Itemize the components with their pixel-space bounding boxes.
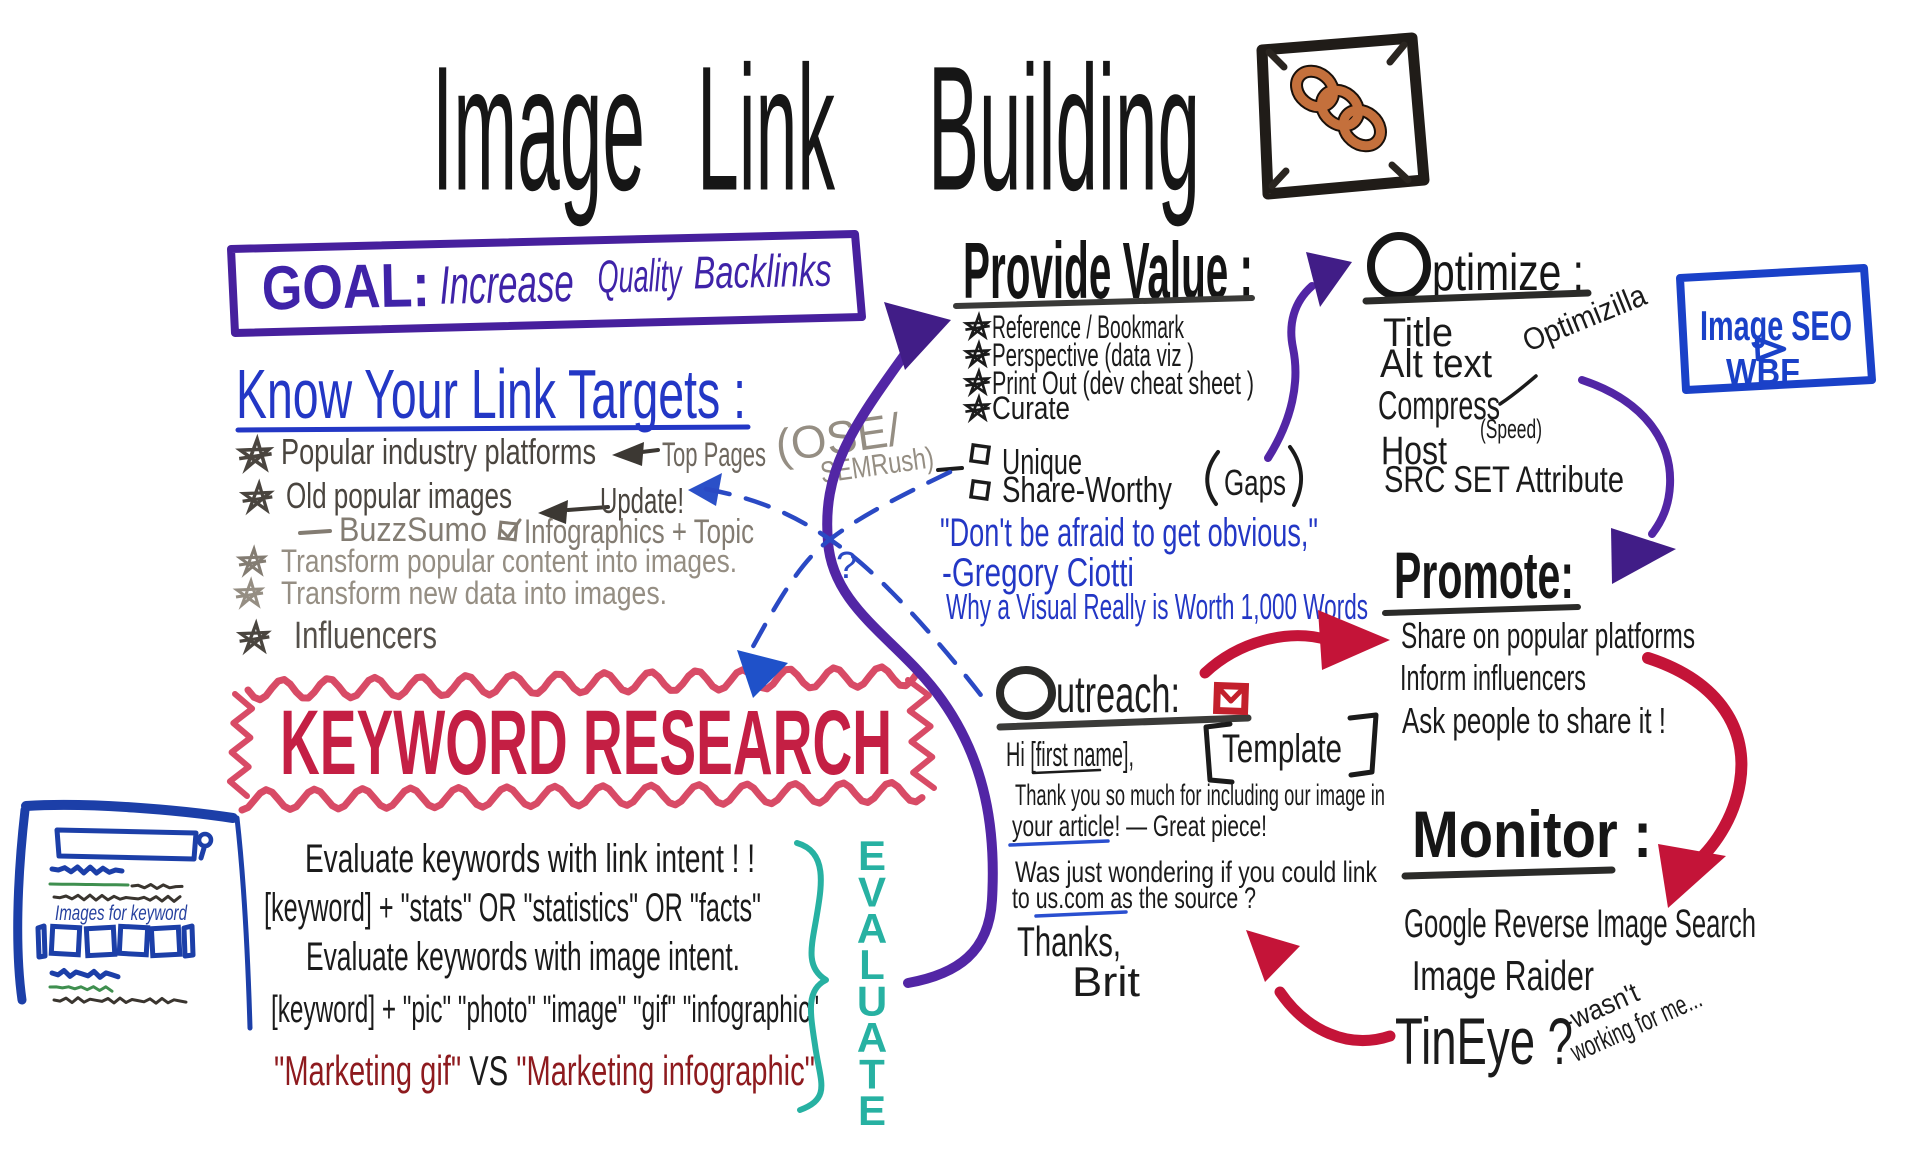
svg-text:[keyword] + "stats" OR "stati: [keyword] + "stats" OR "statistics" OR "…	[264, 886, 761, 930]
svg-text:Print Out (dev cheat sheet ): Print Out (dev cheat sheet )	[992, 365, 1254, 401]
svg-text:Popular industry platforms: Popular industry platforms	[281, 431, 596, 472]
svg-text:Monitor :: Monitor :	[1412, 797, 1652, 871]
svg-text:Title: Title	[1383, 311, 1453, 355]
svg-text:Alt text: Alt text	[1380, 342, 1492, 386]
svg-text:utreach:: utreach:	[1056, 666, 1180, 724]
svg-text:Promote:: Promote:	[1394, 538, 1574, 612]
svg-text:Inform influencers: Inform influencers	[1400, 657, 1586, 698]
svg-text:Infographics + Topic: Infographics + Topic	[524, 513, 754, 551]
svg-text:TinEye ?: TinEye ?	[1395, 1004, 1573, 1078]
svg-text:Update!: Update!	[600, 480, 684, 521]
svg-text:L: L	[859, 941, 885, 988]
svg-text:Curate: Curate	[992, 390, 1070, 426]
svg-text:Increase: Increase	[439, 253, 574, 316]
svg-text:Compress: Compress	[1378, 384, 1500, 428]
svg-text:(Speed): (Speed)	[1480, 414, 1542, 444]
svg-text:Backlinks: Backlinks	[693, 244, 832, 299]
svg-text:Transform new data into images: Transform new data into images.	[281, 575, 667, 611]
svg-text:Gaps: Gaps	[1224, 462, 1286, 503]
svg-text:A: A	[857, 1014, 887, 1061]
svg-text:U: U	[857, 978, 887, 1025]
svg-text:E: E	[858, 1087, 886, 1134]
svg-text:Perspective (data viz ): Perspective (data viz )	[992, 337, 1194, 373]
svg-text:Thank you so much for includin: Thank you so much for including our imag…	[1015, 779, 1385, 812]
svg-text:to us.com as the source ?: to us.com as the source ?	[1012, 882, 1256, 915]
svg-text:Building: Building	[928, 29, 1200, 228]
svg-text:Images for keyword: Images for keyword	[55, 902, 188, 925]
svg-text:?: ?	[836, 545, 857, 587]
svg-text:"Don't be afraid to get obviou: "Don't be afraid to get obvious,"	[940, 511, 1318, 555]
svg-text:V: V	[858, 868, 886, 915]
svg-text:GOAL:: GOAL:	[261, 251, 430, 324]
svg-text:BuzzSumo: BuzzSumo	[339, 511, 487, 549]
svg-text:Template: Template	[1222, 727, 1342, 771]
svg-text:Quality: Quality	[597, 249, 684, 303]
svg-text:Ask people to share it !: Ask people to share it !	[1402, 700, 1666, 741]
svg-text:Why a Visual Really is Worth 1: Why a Visual Really is Worth 1,000 Words	[946, 586, 1368, 627]
svg-text:Image Raider: Image Raider	[1412, 952, 1594, 999]
svg-text:Reference / Bookmark: Reference / Bookmark	[992, 309, 1185, 345]
svg-text:Evaluate keywords with image i: Evaluate keywords with image intent.	[306, 935, 740, 979]
svg-text:Unique: Unique	[1002, 441, 1082, 482]
svg-text:Old popular images: Old popular images	[286, 475, 512, 516]
svg-text:Image SEO: Image SEO	[1700, 302, 1852, 349]
svg-text:Thanks,: Thanks,	[1017, 918, 1121, 965]
svg-text:Was just wondering if you coul: Was just wondering if you could link	[1015, 856, 1378, 889]
svg-text:Influencers: Influencers	[294, 615, 437, 657]
svg-text:Host: Host	[1381, 429, 1447, 473]
svg-text:KEYWORD RESEARCH: KEYWORD RESEARCH	[280, 692, 892, 794]
svg-text:your article! — Great piece!: your article! — Great piece!	[1012, 810, 1267, 843]
svg-text:-Gregory Ciotti: -Gregory Ciotti	[942, 551, 1134, 595]
svg-text:Share on popular platforms: Share on popular platforms	[1401, 615, 1695, 656]
svg-text:E: E	[858, 832, 886, 879]
svg-text:Transform popular content into: Transform popular content into images.	[281, 543, 737, 579]
svg-text:Google Reverse Image Search: Google Reverse Image Search	[1404, 902, 1756, 946]
svg-text:[keyword] + "pic" "photo" "i: [keyword] + "pic" "photo" "image" "gif" …	[271, 989, 819, 1031]
svg-text:Brit: Brit	[1072, 958, 1140, 1005]
svg-text:T: T	[859, 1050, 885, 1097]
svg-text:Share-Worthy: Share-Worthy	[1002, 469, 1172, 510]
svg-text:Evaluate keywords with link in: Evaluate keywords with link intent ! !	[305, 837, 755, 881]
svg-text:"Marketing gif" VS "Marketing: "Marketing gif" VS "Marketing infographi…	[274, 1047, 815, 1094]
svg-text:A: A	[857, 905, 887, 952]
svg-text:Know Your Link Targets :: Know Your Link Targets :	[236, 355, 746, 433]
svg-text:Image: Image	[432, 29, 645, 228]
svg-text:Hi [first name],: Hi [first name],	[1006, 736, 1134, 774]
svg-text:Link: Link	[697, 29, 835, 228]
svg-text:WBF: WBF	[1726, 351, 1800, 392]
svg-text:SRC SET Attribute: SRC SET Attribute	[1384, 459, 1624, 500]
svg-text:Top Pages: Top Pages	[662, 436, 766, 474]
